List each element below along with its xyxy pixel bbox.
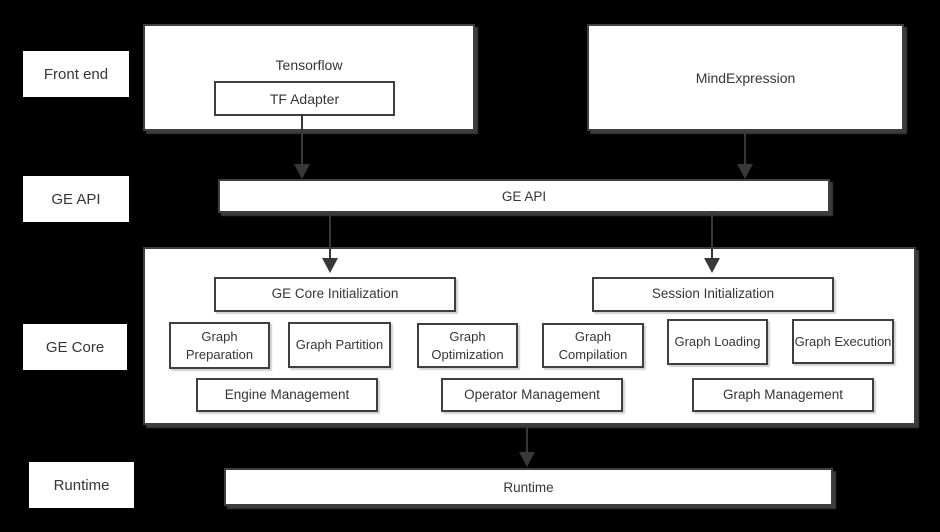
- graph-partition-box: Graph Partition: [288, 322, 391, 368]
- layer-label-ge-core: GE Core: [23, 324, 127, 370]
- arrow-shaft: [301, 114, 303, 166]
- ge-api-bar: GE API: [218, 179, 830, 213]
- layer-label-runtime: Runtime: [29, 462, 134, 508]
- arrow-head-icon: [294, 164, 310, 179]
- arrow-head-icon: [737, 164, 753, 179]
- arrow-shaft: [329, 212, 331, 260]
- runtime-bar: Runtime: [224, 468, 833, 506]
- operator-management-box: Operator Management: [441, 378, 623, 412]
- arrow-mindexpression-to-ge-api: [737, 131, 753, 179]
- graph-management-box: Graph Management: [692, 378, 874, 412]
- arrow-head-icon: [519, 452, 535, 467]
- ge-core-box: GE Core Initialization Session Initializ…: [143, 247, 916, 425]
- arrow-tf-adapter-to-ge-api: [294, 114, 310, 179]
- session-initialization-box: Session Initialization: [592, 277, 834, 312]
- arrow-head-icon: [704, 258, 720, 273]
- arrow-head-icon: [322, 258, 338, 273]
- tf-adapter-box: TF Adapter: [214, 81, 395, 116]
- arrow-shaft: [526, 424, 528, 454]
- ge-core-initialization-box: GE Core Initialization: [214, 277, 456, 312]
- engine-management-box: Engine Management: [196, 378, 378, 412]
- graph-preparation-box: Graph Preparation: [169, 322, 270, 369]
- layer-label-ge-api: GE API: [23, 176, 129, 222]
- arrow-ge-api-to-session-initialization: [704, 212, 720, 273]
- arrow-ge-core-to-runtime: [519, 424, 535, 467]
- arrow-shaft: [711, 212, 713, 260]
- graph-compilation-box: Graph Compilation: [542, 323, 644, 368]
- graph-loading-box: Graph Loading: [667, 319, 768, 365]
- arrow-ge-api-to-ge-core-initialization: [322, 212, 338, 273]
- graph-execution-box: Graph Execution: [792, 319, 894, 364]
- graph-optimization-box: Graph Optimization: [417, 323, 518, 368]
- layer-label-front-end: Front end: [23, 51, 129, 97]
- arrow-shaft: [744, 131, 746, 166]
- tensorflow-label: Tensorflow: [275, 57, 343, 73]
- mindexpression-box: MindExpression: [587, 24, 904, 131]
- tensorflow-box: Tensorflow TF Adapter: [143, 24, 475, 131]
